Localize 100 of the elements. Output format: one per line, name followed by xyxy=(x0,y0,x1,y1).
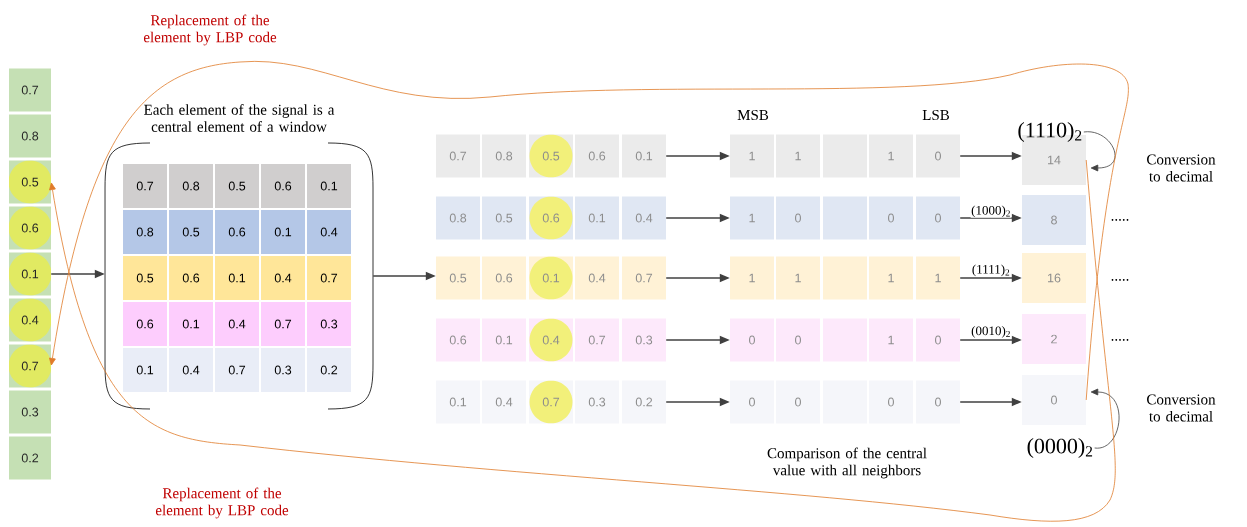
window-cell: 0.1 xyxy=(123,348,167,392)
window-cell: 0.7 xyxy=(215,348,259,392)
window-cell: 0.5 xyxy=(215,164,259,208)
signal-cell: 0.6 xyxy=(9,206,51,250)
node-label: 0.6 xyxy=(542,213,560,223)
node-label: 1 xyxy=(888,335,894,345)
window-cell: 0.4 xyxy=(215,302,259,346)
window-cell: 0.1 xyxy=(169,302,213,346)
window-cell: 0.1 xyxy=(529,256,573,300)
window-cell: 0.4 xyxy=(529,318,573,362)
bit-cell: 1 xyxy=(869,256,913,300)
window-cell: 0.5 xyxy=(482,196,526,240)
node-label: 0 xyxy=(795,397,801,407)
node-label: 0.8 xyxy=(136,227,154,237)
column-label: MSB xyxy=(737,109,769,121)
bit-cell: 1 xyxy=(916,256,960,300)
window-cell: 0.5 xyxy=(169,210,213,254)
ellipsis: ..... xyxy=(1111,279,1129,281)
arrow xyxy=(1090,388,1120,449)
node-label: 1 xyxy=(888,273,894,283)
window-cell: 0.8 xyxy=(436,196,480,240)
node-label: 0.5 xyxy=(182,227,200,237)
window-cell: 0.8 xyxy=(482,134,526,178)
signal-cell: 0.8 xyxy=(9,114,51,158)
node-label: 1 xyxy=(795,151,801,161)
window-cell: 0.6 xyxy=(529,196,573,240)
signal-cell: 0.1 xyxy=(9,252,51,296)
bit-cell: 0 xyxy=(869,380,913,424)
node-label: 0.7 xyxy=(320,273,338,283)
window-cell: 0.7 xyxy=(436,134,480,178)
node-label: 0.1 xyxy=(588,213,606,223)
node-label: 1 xyxy=(795,273,801,283)
decimal-box: 2 xyxy=(1022,314,1086,364)
node-label: 0.8 xyxy=(449,213,467,223)
node-label: 0.6 xyxy=(495,273,513,283)
window-cell: 0.4 xyxy=(482,380,526,424)
node-label: 0.7 xyxy=(542,397,560,407)
window-cell: 0.6 xyxy=(123,302,167,346)
window-cell: 0.4 xyxy=(261,256,305,300)
node-label: 0.5 xyxy=(449,273,467,283)
window-cell: 0.1 xyxy=(436,380,480,424)
node-label: 0.1 xyxy=(542,273,560,283)
node-label: 0.4 xyxy=(495,397,513,407)
window-cell: 0.1 xyxy=(215,256,259,300)
window-cell: 0.4 xyxy=(622,196,666,240)
node-label: 0.6 xyxy=(228,227,246,237)
node-label: 0.7 xyxy=(274,319,292,329)
window-cell: 0.3 xyxy=(575,380,619,424)
arrow xyxy=(1083,131,1116,172)
node-label: 0 xyxy=(749,335,755,345)
node-label: 0.1 xyxy=(320,181,338,191)
node-label: 1 xyxy=(749,151,755,161)
window-cell: 0.1 xyxy=(482,318,526,362)
window-cell: 0.4 xyxy=(169,348,213,392)
node-label: 1 xyxy=(888,151,894,161)
node-label: 0 xyxy=(749,397,755,407)
edge-label: (1111)$_{2}$ xyxy=(971,264,1011,277)
bit-cell: 0 xyxy=(730,380,774,424)
node-label: 0 xyxy=(888,397,894,407)
signal-cell: 0.5 xyxy=(9,160,51,204)
ellipsis: ..... xyxy=(1111,339,1129,341)
bit-cell: 1 xyxy=(869,134,913,178)
window-cell: 0.1 xyxy=(307,164,351,208)
caption-text: Comparison of the central value with all neighbors xyxy=(767,447,927,479)
window-cell: 0.1 xyxy=(622,134,666,178)
node-label: 0.4 xyxy=(274,273,292,283)
node-label: 0.6 xyxy=(588,151,606,161)
window-cell: 0.8 xyxy=(169,164,213,208)
edge-label: (1000)$_{2}$ xyxy=(970,205,1012,218)
node-label: 0.3 xyxy=(588,397,606,407)
window-cell: 0.7 xyxy=(123,164,167,208)
node-label: 0 xyxy=(888,213,894,223)
window-cell: 0.1 xyxy=(575,196,619,240)
node-label: 0.8 xyxy=(495,151,513,161)
window-cell: 0.5 xyxy=(529,134,573,178)
bit-cell: 1 xyxy=(776,256,820,300)
window-cell: 0.1 xyxy=(261,210,305,254)
node-label: 0.1 xyxy=(228,273,246,283)
bit-cell xyxy=(823,256,867,300)
node-label: 0.5 xyxy=(542,151,560,161)
binary-code: (0000)$_{2}$ xyxy=(1027,438,1093,458)
node-label: 1 xyxy=(749,273,755,283)
node-label: 0.5 xyxy=(228,181,246,191)
window-cell: 0.7 xyxy=(307,256,351,300)
node-label: 0.3 xyxy=(274,365,292,375)
window-cell: 0.7 xyxy=(261,302,305,346)
node-label: 0.8 xyxy=(182,181,200,191)
node-label: 0.7 xyxy=(136,181,154,191)
node-label: 0.1 xyxy=(182,319,200,329)
node-label: 0.4 xyxy=(228,319,246,329)
window-cell: 0.6 xyxy=(436,318,480,362)
arrow xyxy=(49,61,1129,401)
node-label: 0.1 xyxy=(274,227,292,237)
annotation-text: Conversion to decimal xyxy=(1147,154,1216,182)
node-label: 0.4 xyxy=(320,227,338,237)
node-label: 0.6 xyxy=(136,319,154,329)
window-heading: Each element of the signal is a central element of a window xyxy=(144,104,335,132)
node-label: 0 xyxy=(795,213,801,223)
node-label: 0.5 xyxy=(495,213,513,223)
bit-cell: 0 xyxy=(776,196,820,240)
